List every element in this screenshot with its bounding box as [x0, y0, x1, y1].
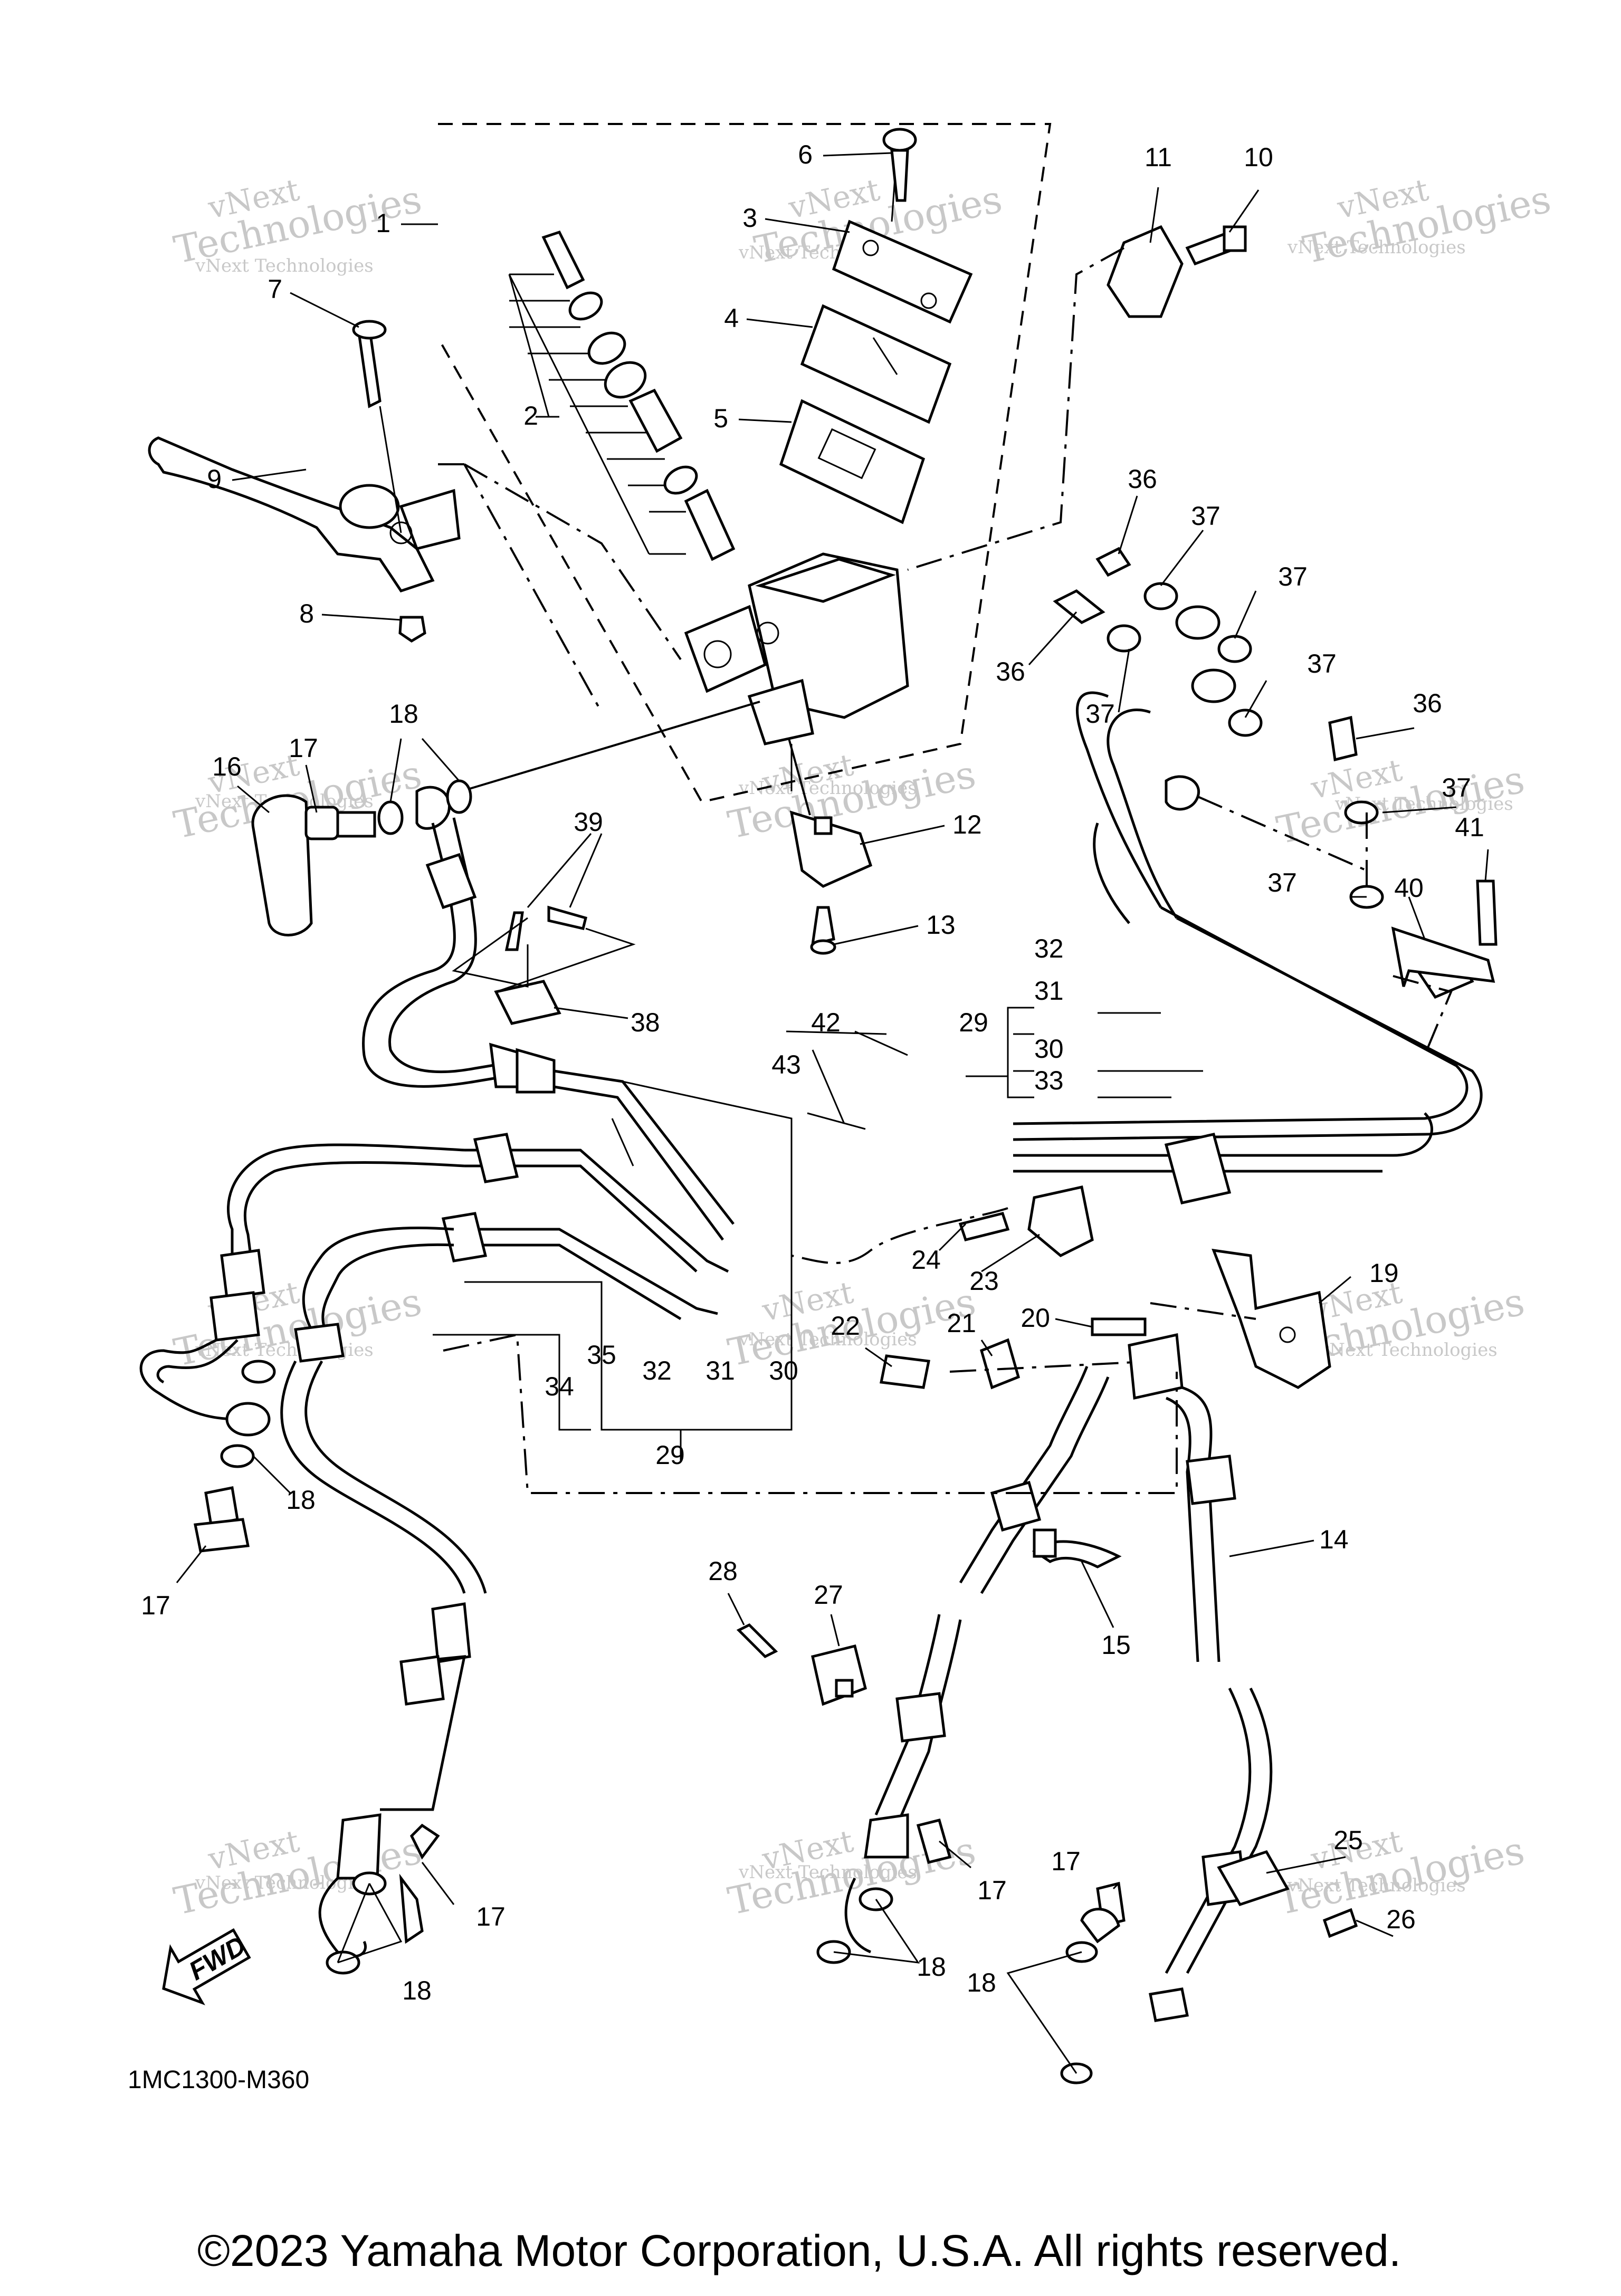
callout-12: 12: [952, 810, 982, 839]
callout-40: 40: [1394, 873, 1424, 903]
callout-37d: 37: [1307, 649, 1337, 678]
copyright-notice: ©2023 Yamaha Motor Corporation, U.S.A. A…: [197, 2226, 1401, 2275]
callout-17c: 17: [476, 1902, 506, 1931]
callout-37a: 37: [1191, 501, 1220, 531]
master-cylinder-clamp: [1107, 225, 1247, 318]
callout-32a: 32: [1034, 934, 1064, 963]
callout-30a: 30: [1034, 1034, 1064, 1064]
callout-19: 19: [1369, 1258, 1399, 1288]
forward-direction-arrow: FWD: [162, 1928, 251, 2005]
callout-17b: 17: [141, 1591, 170, 1620]
callout-37e: 37: [1442, 773, 1471, 802]
callout-13: 13: [926, 910, 956, 940]
callout-30b: 30: [769, 1356, 798, 1385]
svg-text:vNext Technologies: vNext Technologies: [195, 1340, 374, 1361]
callout-36b: 36: [996, 657, 1025, 686]
callout-37b: 37: [1278, 562, 1308, 591]
callout-25: 25: [1333, 1825, 1363, 1855]
callout-18b: 18: [286, 1485, 316, 1515]
svg-text:vNext Technologies: vNext Technologies: [738, 1862, 917, 1883]
svg-text:vNext Technologies: vNext Technologies: [738, 1329, 917, 1350]
svg-text:vNext Technologies: vNext Technologies: [1287, 1875, 1466, 1896]
callout-37f: 37: [1267, 868, 1297, 897]
callout-29b: 29: [655, 1440, 685, 1470]
callout-18a: 18: [389, 699, 418, 729]
callout-21: 21: [947, 1308, 976, 1338]
upper-right-pipes: [1013, 906, 1483, 1204]
callout-31a: 31: [1034, 976, 1064, 1006]
callout-38: 38: [631, 1008, 660, 1037]
callout-18c: 18: [402, 1976, 432, 2005]
callout-31b: 31: [705, 1356, 735, 1385]
hose-joint: [489, 905, 588, 1094]
brake-light-switch: [789, 810, 873, 955]
callout-3: 3: [742, 203, 757, 233]
callout-39: 39: [574, 807, 603, 837]
master-cylinder-kit-parts: [508, 230, 736, 561]
callout-9: 9: [207, 464, 222, 494]
upper-right-banjo-fittings: [1053, 547, 1498, 999]
master-cylinder-assembly-outline: [437, 123, 1052, 803]
callout-17a: 17: [289, 733, 318, 763]
callout-6: 6: [798, 140, 813, 169]
callout-28: 28: [708, 1556, 738, 1586]
brake-lever: [148, 320, 461, 643]
callout-4: 4: [724, 303, 739, 333]
left-brake-hose: [139, 1249, 487, 1975]
callout-36c: 36: [1413, 688, 1442, 718]
callout-41: 41: [1455, 812, 1484, 842]
diagram-code: 1MC1300-M360: [128, 2066, 310, 2094]
callout-7: 7: [268, 274, 282, 304]
callout-14: 14: [1319, 1525, 1349, 1554]
callout-22: 22: [831, 1311, 860, 1341]
callout-24: 24: [911, 1245, 941, 1275]
callout-10: 10: [1244, 142, 1273, 172]
callout-5: 5: [713, 404, 728, 433]
callout-36a: 36: [1128, 464, 1157, 494]
middle-brake-hose: [816, 1366, 1110, 1964]
callout-8: 8: [299, 599, 314, 628]
callout-18e: 18: [967, 1968, 996, 1997]
callout-26: 26: [1386, 1905, 1416, 1934]
callout-20: 20: [1021, 1303, 1050, 1333]
svg-text:vNext Technologies: vNext Technologies: [738, 778, 917, 799]
main-brake-hose: [362, 817, 507, 1088]
callout-27: 27: [814, 1580, 843, 1610]
callout-17e: 17: [1051, 1847, 1081, 1876]
callout-37c: 37: [1085, 699, 1115, 729]
callout-1: 1: [376, 208, 390, 238]
callout-42: 42: [811, 1008, 841, 1037]
master-cylinder-body: [684, 552, 909, 791]
svg-text:vNext Technologies: vNext Technologies: [195, 255, 374, 276]
svg-text:vNext Technologies: vNext Technologies: [1319, 1340, 1498, 1361]
hose-clamps: [736, 1623, 1358, 2084]
callout-16: 16: [212, 752, 242, 781]
callout-34: 34: [545, 1372, 574, 1401]
svg-text:vNext Technologies: vNext Technologies: [1287, 237, 1466, 258]
callout-17d: 17: [977, 1876, 1007, 1905]
upper-banjo-fitting: [251, 779, 472, 936]
callout-43: 43: [771, 1050, 801, 1079]
callout-29a: 29: [959, 1008, 988, 1037]
callout-32b: 32: [642, 1356, 672, 1385]
right-brake-hose: [1032, 1333, 1273, 2022]
callout-15: 15: [1101, 1630, 1131, 1660]
callout-23: 23: [969, 1266, 999, 1296]
callout-33: 33: [1034, 1066, 1064, 1095]
callout-18d: 18: [917, 1952, 946, 1982]
callout-11: 11: [1145, 142, 1172, 172]
leader-lines: [176, 152, 1489, 1937]
reservoir-cap-stack: [779, 128, 973, 524]
pipe-holders: [880, 1185, 1331, 1390]
callout-35: 35: [587, 1340, 616, 1370]
brake-pipe-set: [227, 1069, 735, 1336]
callout-2: 2: [523, 401, 538, 430]
pipe-bracket-right: [1391, 926, 1495, 987]
callout-labels: 1 2 3 4 5 6 7 8 9 10 11 12 13 14 15 16 1…: [141, 140, 1484, 2005]
